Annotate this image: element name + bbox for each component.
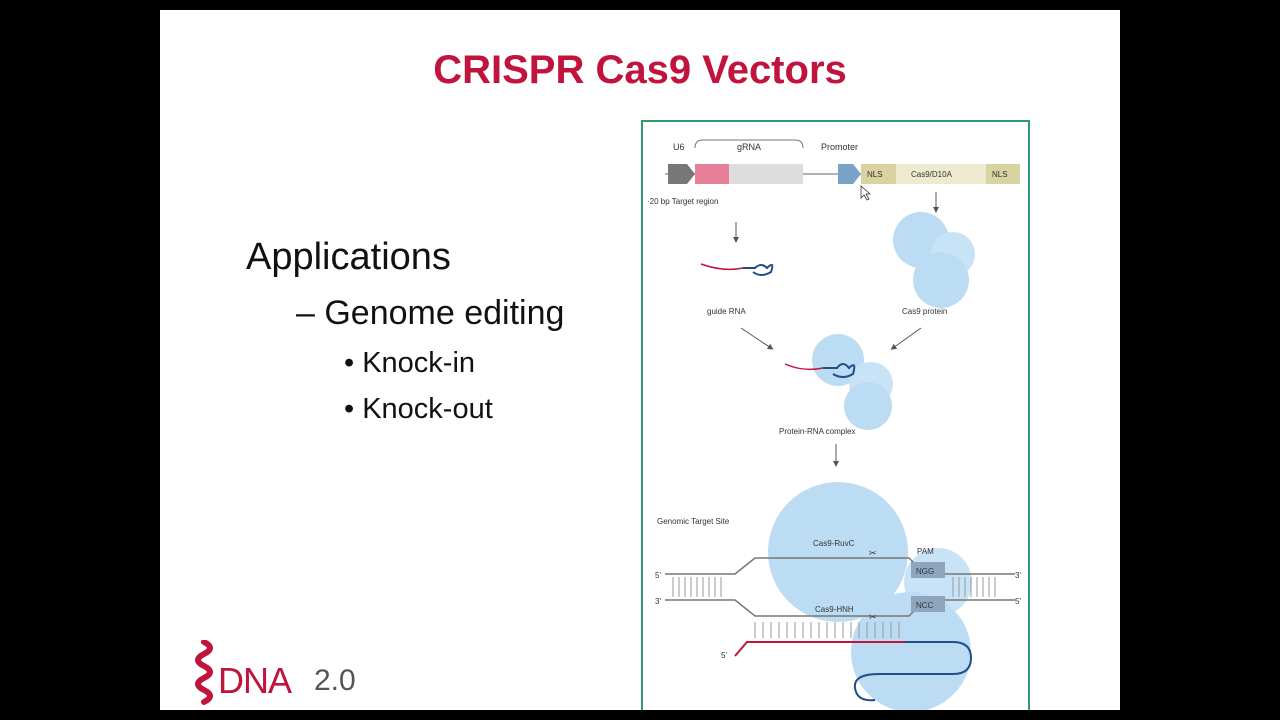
- label-cas9-protein: Cas9 protein: [902, 307, 947, 316]
- target-region-box: [695, 164, 729, 184]
- target-protein-blob: [768, 482, 908, 622]
- target-protein-blob-3: [851, 592, 971, 710]
- rna-rungs: [754, 622, 900, 638]
- label-3prime-bottom-left: 3': [655, 597, 661, 606]
- dna-rungs-left: [672, 577, 722, 597]
- cas9-protein-blob-3: [913, 252, 969, 308]
- label-grna: gRNA: [737, 142, 761, 152]
- label-5prime-rna: 5': [721, 651, 727, 660]
- bullet-knock-in: • Knock-in: [344, 347, 476, 379]
- crispr-diagram-svg: U6 gRNA ·20 bp Target region Promoter NL…: [647, 139, 1021, 710]
- scissors-ruvc-icon: ✂: [869, 548, 877, 558]
- bullet-knock-out: • Knock-out: [344, 393, 493, 425]
- label-target-region: ·20 bp Target region: [647, 197, 718, 206]
- slide-title: CRISPR Cas9 Vectors: [433, 48, 847, 92]
- label-ngg: NGG: [916, 567, 934, 576]
- cursor-icon: [860, 185, 872, 201]
- label-ncc: NCC: [916, 601, 934, 610]
- nls-left-box: [861, 164, 896, 184]
- nls-right-box: [986, 164, 1020, 184]
- complex-rna-strand: [784, 363, 824, 371]
- ncc-box: [911, 596, 945, 612]
- complex-blob-3: [844, 382, 892, 430]
- label-pam: PAM: [917, 547, 934, 556]
- arrow-converge-right: [890, 327, 922, 350]
- label-hnh: Cas9-HNH: [815, 605, 854, 614]
- label-ruvc: Cas9-RuvC: [813, 539, 855, 548]
- label-5prime-bottom-right: 5': [1015, 597, 1021, 606]
- bound-rna-scaffold: [853, 641, 973, 702]
- complex-blob: [812, 334, 864, 386]
- crispr-diagram: U6 gRNA ·20 bp Target region Promoter NL…: [641, 120, 1030, 710]
- arrow-converge-left: [740, 327, 774, 350]
- label-complex: Protein-RNA complex: [779, 427, 855, 436]
- dna20-logo: DNA 2.0: [190, 640, 360, 710]
- label-3prime-top-right: 3': [1015, 571, 1021, 580]
- cas9-box: [896, 164, 986, 184]
- label-guide-rna: guide RNA: [707, 307, 746, 316]
- label-nls-left: NLS: [867, 170, 883, 179]
- logo-version: 2.0: [314, 664, 356, 697]
- grna-bracket: [694, 139, 804, 149]
- u6-arrow-icon: [668, 164, 695, 184]
- guide-rna-strand: [700, 263, 744, 271]
- guide-rna-loop: [743, 263, 774, 276]
- bullet-genome-editing: – Genome editing: [296, 294, 565, 332]
- complex-rna-loop: [823, 363, 856, 378]
- dna-helix-icon: [195, 640, 213, 705]
- label-u6: U6: [673, 142, 685, 152]
- grna-box: [729, 164, 803, 184]
- ngg-box: [911, 562, 945, 578]
- bullet-applications: Applications: [246, 236, 451, 278]
- promoter-arrow-icon: [838, 164, 861, 184]
- logo-brand: DNA: [218, 660, 292, 701]
- bound-rna-strand: [734, 641, 905, 657]
- label-genomic-target: Genomic Target Site: [657, 517, 730, 526]
- label-cas9: Cas9/D10A: [911, 170, 953, 179]
- scissors-hnh-icon: ✂: [869, 612, 877, 622]
- slide: CRISPR Cas9 Vectors Applications – Genom…: [160, 10, 1120, 710]
- dna-rungs-right: [952, 577, 996, 597]
- label-promoter: Promoter: [821, 142, 858, 152]
- label-nls-right: NLS: [992, 170, 1008, 179]
- label-5prime-top: 5': [655, 571, 661, 580]
